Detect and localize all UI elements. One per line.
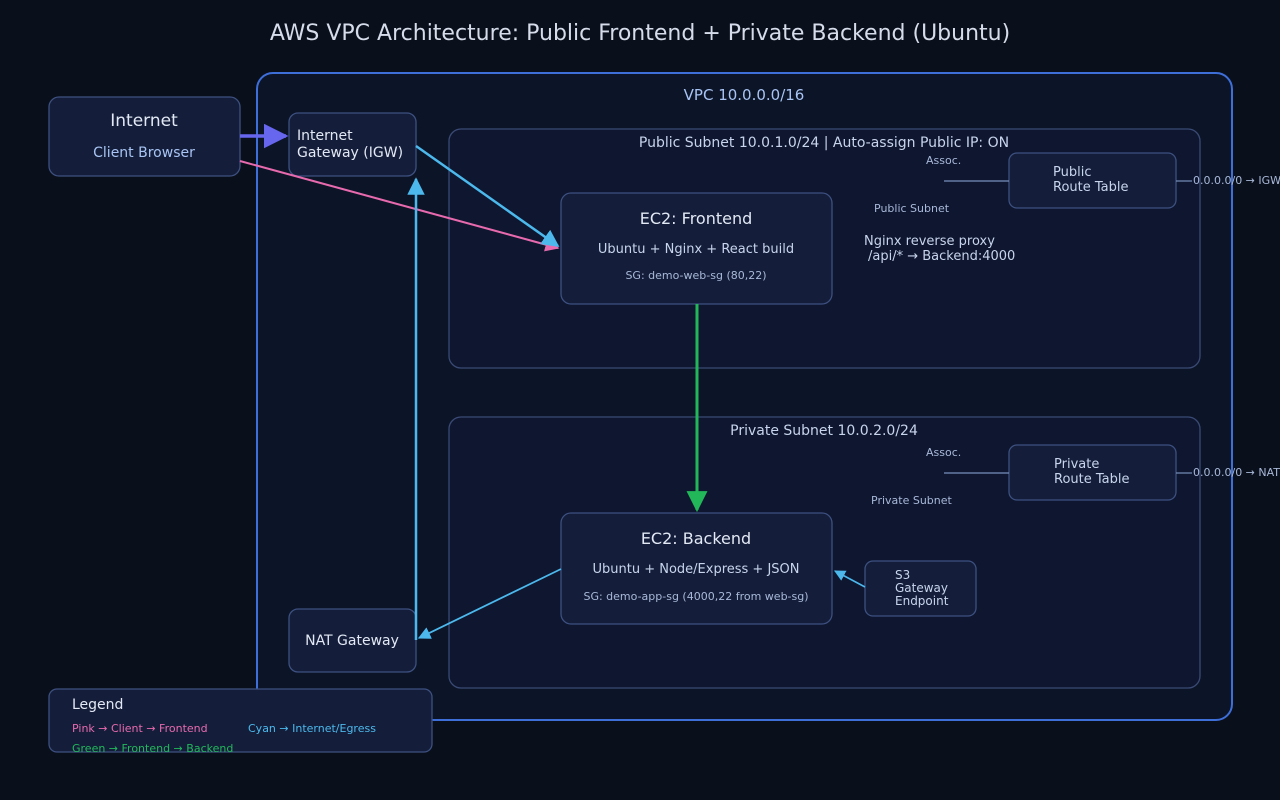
ec2-backend-node[interactable] [560,512,833,625]
s3-endpoint-node[interactable] [864,560,977,617]
internet-node[interactable] [48,96,241,177]
backend-title: EC2: Backend [641,529,751,548]
frontend-stack: Ubuntu + Nginx + React build [598,242,794,257]
backend-security-group: SG: demo-app-sg (4000,22 from web-sg) [583,590,808,603]
private-assoc-label: Assoc. [926,446,961,459]
arrow-client-to-frontend [239,160,560,252]
s3-endpoint-line3: Endpoint [895,594,949,608]
nat-gateway-label: NAT Gateway [305,633,399,649]
nginx-note-line1: Nginx reverse proxy [864,234,995,249]
public-assoc-target: Public Subnet [874,202,950,215]
legend-cyan: Cyan → Internet/Egress [248,722,376,735]
s3-endpoint-line2: Gateway [895,581,948,595]
legend-pink: Pink → Client → Frontend [72,722,208,735]
vpc-label: VPC 10.0.0.0/16 [684,86,805,104]
private-subnet-label: Private Subnet 10.0.2.0/24 [730,423,918,439]
public-route-table-line1: Public [1053,165,1091,180]
igw-node[interactable] [288,112,417,177]
s3-endpoint-line1: S3 [895,568,910,582]
legend-title: Legend [72,697,123,713]
legend-box [48,688,433,753]
internet-title: Internet [110,111,178,131]
igw-label-line2: Gateway (IGW) [297,145,403,161]
public-route-table-line2: Route Table [1053,180,1129,195]
internet-subtitle: Client Browser [93,145,195,161]
public-assoc-label: Assoc. [926,154,961,167]
nginx-note-line2: /api/* → Backend:4000 [868,249,1015,264]
diagram-title: AWS VPC Architecture: Public Frontend + … [270,21,1010,46]
private-route-entry: 0.0.0.0/0 → NAT [1193,466,1280,479]
private-route-table-line1: Private [1054,457,1099,472]
legend-green: Green → Frontend → Backend [72,742,233,755]
arrow-s3-to-backend [834,570,866,588]
public-subnet-label: Public Subnet 10.0.1.0/24 | Auto-assign … [639,135,1009,151]
frontend-security-group: SG: demo-web-sg (80,22) [625,269,766,282]
frontend-title: EC2: Frontend [640,209,753,228]
arrow-igw-to-frontend [415,144,560,248]
igw-label-line1: Internet [297,128,353,144]
nat-gateway-node[interactable] [288,608,417,673]
backend-stack: Ubuntu + Node/Express + JSON [592,562,799,577]
private-assoc-target: Private Subnet [871,494,953,507]
arrow-backend-to-nat [417,568,562,639]
private-route-table-line2: Route Table [1054,472,1130,487]
public-route-entry: 0.0.0.0/0 → IGW [1193,174,1280,187]
